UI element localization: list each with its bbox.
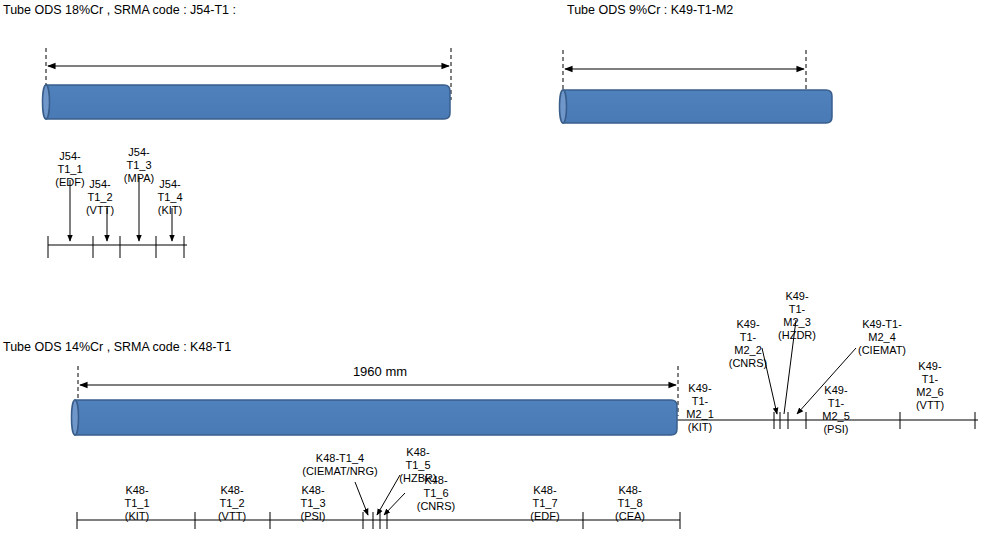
tick [48, 236, 49, 258]
tube-body [563, 90, 832, 123]
specimen-label: K48-T1_6 (CNRS) [417, 474, 455, 513]
tick [380, 512, 381, 529]
specimen-label: K48-T1_1 (KIT) [124, 484, 149, 523]
tick [270, 512, 271, 529]
specimen-label: J54-T1_2 (VTT) [86, 178, 114, 217]
tick [195, 512, 196, 529]
leader-arrow [70, 180, 71, 241]
specimen-label: K49-T1-M2_4 (CIEMAT) [858, 318, 906, 357]
leader-arrow [355, 482, 368, 515]
specimen-label: K48-T1_7 (EDF) [530, 484, 559, 523]
tube-end [560, 90, 567, 123]
tube-title: Tube ODS 18%Cr , SRMA code : J54-T1 : [3, 3, 236, 18]
specimen-label: K49-T1-M2_6 (VTT) [916, 360, 944, 412]
tick [680, 512, 681, 529]
tick [93, 236, 94, 258]
specimen-label: K48-T1_4 (CIEMAT/NRG) [302, 452, 378, 478]
tick [806, 412, 807, 429]
scale-line [48, 245, 187, 246]
tick [975, 412, 976, 429]
tick [788, 412, 789, 429]
tick [780, 412, 781, 429]
tick [77, 512, 78, 529]
tick [156, 236, 157, 258]
specimen-label: K48-T1_8 (CEA) [615, 484, 645, 523]
dimension-arrow [80, 384, 676, 385]
tube-title: Tube ODS 9%Cr : K49-T1-M2 [567, 3, 733, 18]
tick [373, 512, 374, 529]
specimen-label: K48-T1_2 (VTT) [218, 484, 246, 523]
tube-title: Tube ODS 14%Cr , SRMA code : K48-T1 [3, 340, 231, 355]
tick [900, 412, 901, 429]
tick [184, 236, 185, 258]
tick [387, 512, 388, 529]
leader-arrow [384, 493, 405, 515]
leader-arrow [797, 348, 856, 414]
specimen-label: J54-T1_3 (MPA) [124, 146, 154, 185]
specimen-label: J54-T1_4 (KIT) [157, 178, 182, 217]
leader-arrow [139, 176, 140, 241]
cut-plan-18cr [48, 176, 187, 258]
tube-18cr [43, 48, 452, 119]
tick [120, 236, 121, 258]
dimension-arrow [48, 65, 449, 66]
tick [363, 512, 364, 529]
cut-plan-14cr [77, 475, 680, 529]
tube-end [72, 400, 79, 435]
specimen-label: K49-T1-M2_1 (KIT) [686, 382, 714, 434]
tick [583, 512, 584, 529]
specimen-label: K48-T1_3 (PSI) [300, 484, 325, 523]
tick [774, 412, 775, 429]
scale-line [77, 520, 680, 521]
tube-body [75, 400, 677, 435]
tube-end [43, 85, 50, 119]
specimen-label: K49-T1-M2_3 (HZDR) [778, 290, 816, 342]
dimension-arrow [565, 68, 804, 69]
specimen-label: J54-T1_1 (EDF) [55, 150, 84, 189]
dimension-label: 1960 mm [350, 364, 410, 379]
tube-body [46, 85, 450, 119]
specimen-label: K49-T1-M2_2 (CNRS) [729, 318, 768, 370]
tube-9cr [560, 50, 833, 123]
leader-arrow [377, 475, 400, 515]
specimen-label: K49-T1-M2_5 (PSI) [822, 384, 850, 436]
